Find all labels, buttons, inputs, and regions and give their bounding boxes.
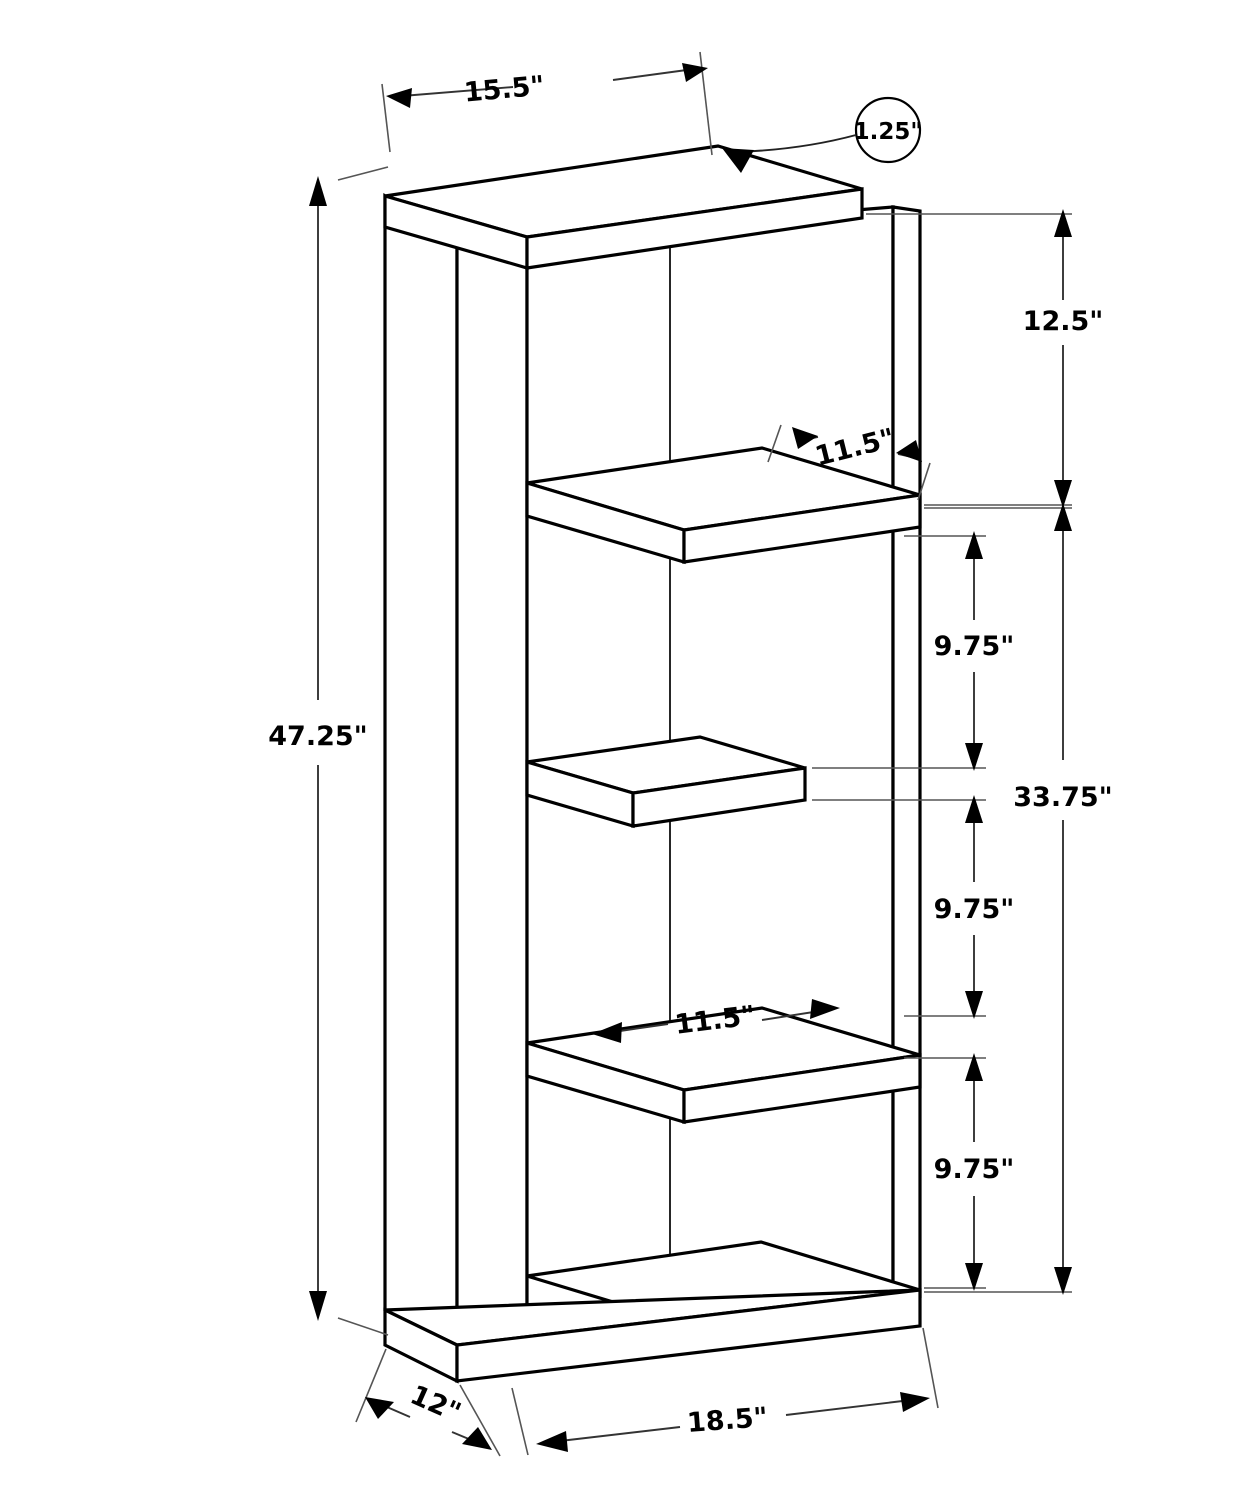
shelf-middle	[525, 735, 807, 829]
dim-top-to-first-shelf: 12.5"	[866, 209, 1103, 508]
dim-shelf-gap-3: 9.75"	[904, 1053, 1014, 1291]
dim-label-shelf-gap-1: 9.75"	[934, 631, 1015, 662]
dim-overall-height: 47.25"	[268, 166, 389, 1336]
dim-base-width: 18.5"	[511, 1327, 939, 1456]
dim-label-shelf-section-total: 33.75"	[1013, 782, 1112, 813]
base-plinth	[383, 1288, 922, 1384]
dim-label-top-width: 15.5"	[463, 70, 546, 108]
dim-label-overall-height: 47.25"	[268, 721, 367, 752]
shelf-lower-right-edge	[682, 1053, 922, 1124]
dim-shelf-section-total: 33.75"	[924, 503, 1113, 1295]
shelf-upper	[525, 446, 922, 565]
dim-top-width: 15.5"	[381, 51, 713, 156]
dim-shelf-gap-2: 9.75"	[812, 795, 1014, 1019]
dim-shelf-gap-1: 9.75"	[812, 531, 1014, 771]
dim-label-shelf-gap-3: 9.75"	[934, 1154, 1015, 1185]
dim-label-base-width: 18.5"	[686, 1402, 769, 1439]
dim-label-base-depth: 12"	[406, 1380, 466, 1429]
dim-label-top-to-first-shelf: 12.5"	[1023, 306, 1104, 337]
callout-panel-thickness: 1.25"	[722, 96, 923, 173]
dim-label-panel-thickness: 1.25"	[854, 119, 923, 145]
bookcase-body	[383, 144, 922, 1384]
top-panel-right-edge	[525, 187, 864, 270]
shelf-middle-right-edge	[631, 766, 807, 828]
base-plinth-front	[455, 1288, 922, 1383]
callout-bubble-circle	[854, 96, 922, 164]
left-panel-front-edge	[455, 235, 529, 1348]
shelf-lower	[525, 1006, 922, 1125]
dim-label-shelf-gap-2: 9.75"	[934, 894, 1015, 925]
left-side-panel	[383, 192, 459, 1348]
right-side-panel	[891, 205, 922, 1298]
shelf-upper-right-edge	[682, 493, 922, 564]
